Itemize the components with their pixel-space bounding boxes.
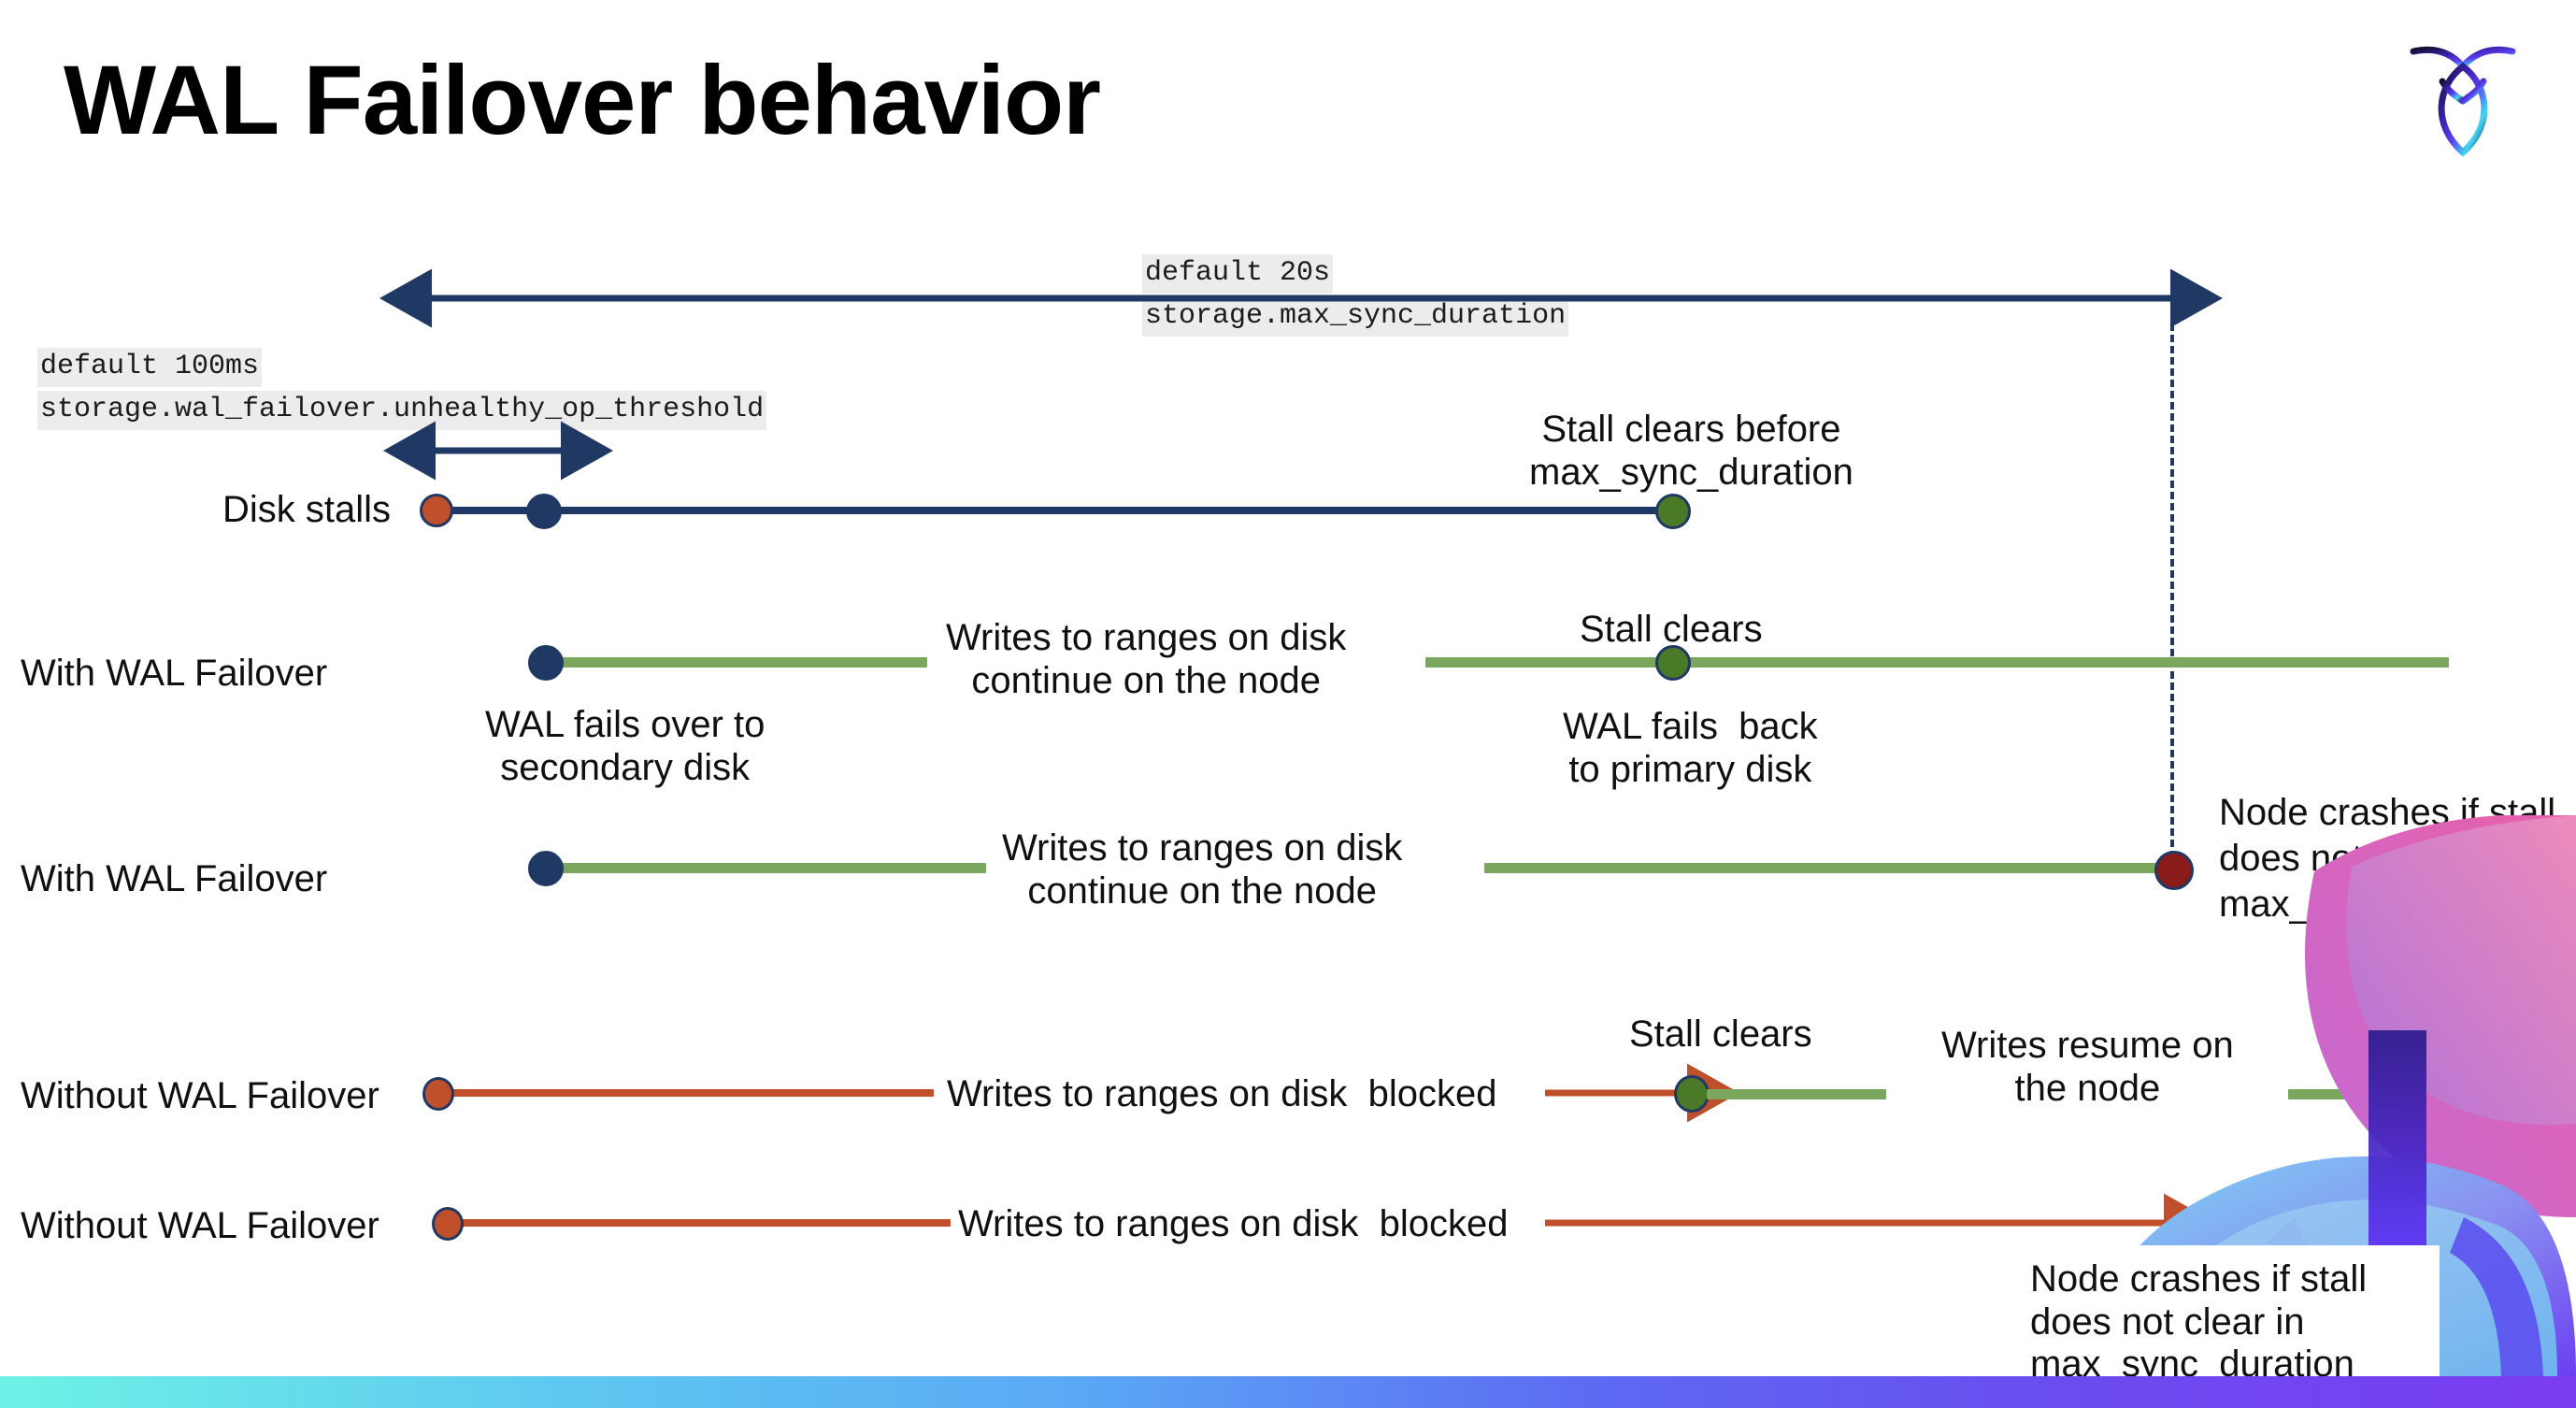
max-sync-duration-default: default 20s — [1142, 254, 1334, 294]
unhealthy-op-threshold-callout: default 100ms storage.wal_failover.unhea… — [37, 348, 767, 430]
disk-stalls-clear-dot — [1655, 494, 1691, 529]
annotation-writes-resume: Writes resume on the node — [1941, 1025, 2234, 1109]
row-label-without-wal-failover-2: Without WAL Failover — [21, 1205, 379, 1246]
wal-failover-2-start-dot — [528, 851, 564, 886]
max-sync-duration-callout: default 20s storage.max_sync_duration — [1142, 254, 1569, 337]
max-sync-duration-setting: storage.max_sync_duration — [1142, 296, 1569, 337]
row-label-without-wal-failover-1: Without WAL Failover — [21, 1075, 379, 1116]
wal-failover-1-segment-a — [542, 657, 927, 668]
annotation-writes-continue-1: Writes to ranges on disk continue on the… — [946, 617, 1347, 701]
disk-stalls-start-dot — [420, 494, 453, 527]
wal-failover-2-crash-dot — [2154, 851, 2194, 890]
row-label-disk-stalls: Disk stalls — [222, 489, 392, 530]
annotation-node-crashes-2: Node crashes if stall does not clear in … — [2030, 1258, 2368, 1386]
wal-failover-2-segment-b — [1484, 863, 2174, 873]
annotation-writes-continue-2: Writes to ranges on disk continue on the… — [1002, 827, 1403, 912]
wal-failover-2-segment-a — [547, 863, 986, 873]
bottom-gradient-bar — [0, 1376, 2576, 1408]
annotation-stall-clears-before: Stall clears before max_sync_duration — [1529, 409, 1853, 493]
without-failover-2-start-dot — [432, 1207, 464, 1241]
annotation-writes-blocked-1: Writes to ranges on disk blocked — [947, 1073, 1497, 1114]
unhealthy-op-threshold-default: default 100ms — [37, 348, 263, 387]
row-label-with-wal-failover-2: With WAL Failover — [21, 858, 328, 899]
without-failover-1-resume-segment — [1707, 1089, 1886, 1099]
disk-stalls-timeline — [439, 507, 1673, 514]
annotation-wal-fails-over: WAL fails over to secondary disk — [485, 704, 766, 788]
row-label-with-wal-failover-1: With WAL Failover — [21, 653, 328, 694]
without-failover-1-blocked-segment — [446, 1089, 934, 1097]
annotation-stall-clears-1: Stall clears — [1580, 609, 1763, 650]
disk-stalls-failover-dot — [526, 494, 562, 529]
annotation-wal-fails-back: WAL fails back to primary disk — [1563, 706, 1818, 790]
annotation-writes-blocked-2: Writes to ranges on disk blocked — [958, 1203, 1509, 1244]
without-failover-1-start-dot — [422, 1077, 454, 1111]
cockroachdb-logo-icon — [2393, 28, 2533, 168]
without-failover-2-blocked-segment — [455, 1219, 951, 1227]
page-title: WAL Failover behavior — [64, 46, 1101, 155]
wal-failover-1-clear-dot — [1655, 645, 1691, 681]
annotation-stall-clears-2: Stall clears — [1629, 1013, 1812, 1055]
max-sync-duration-dropline — [2170, 301, 2174, 881]
wal-failover-1-start-dot — [528, 645, 564, 681]
unhealthy-op-threshold-setting: storage.wal_failover.unhealthy_op_thresh… — [37, 390, 767, 430]
wal-failover-1-segment-b — [1425, 657, 2449, 668]
without-failover-1-clear-dot — [1674, 1075, 1710, 1113]
